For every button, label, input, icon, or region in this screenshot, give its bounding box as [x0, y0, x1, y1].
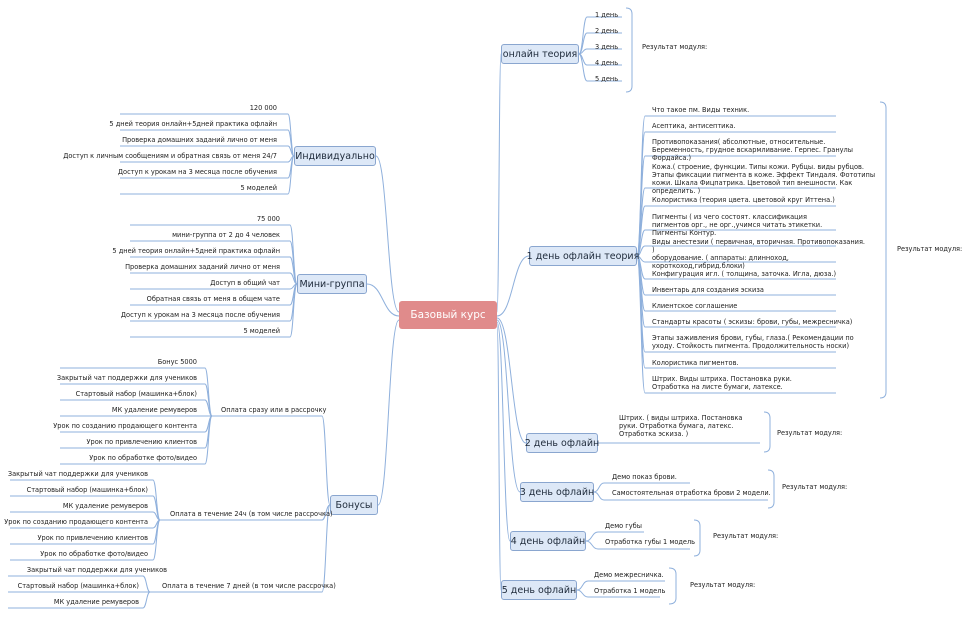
- d1-item: Этапы заживления брови, губы, глаза.( Ре…: [652, 334, 854, 350]
- ind-item: 5 моделей: [240, 184, 277, 192]
- bonus-item: МК удаление ремуверов: [53, 598, 139, 606]
- bonus-item: Урок по привлечению клиентов: [37, 534, 148, 542]
- mini-item: 5 моделей: [243, 327, 280, 335]
- mini-item: Проверка домашних заданий лично от меня: [125, 263, 280, 271]
- bonus-item: Урок по созданию продающего контента: [53, 422, 197, 430]
- mini-item: Доступ в общий чат: [210, 279, 280, 287]
- online-day-2: 2 день: [595, 27, 619, 35]
- d1-item: Колористика пигментов.: [652, 359, 739, 367]
- d4-result: Результат модуля:: [713, 532, 779, 540]
- d1-item: Пигменты ( из чего состоят. классификаци…: [652, 213, 823, 237]
- mini-item: Доступ к урокам на 3 месяца после обучен…: [120, 311, 280, 319]
- node-day5[interactable]: 5 день офлайн: [501, 580, 577, 600]
- node-individual[interactable]: Индивидуально: [294, 146, 376, 166]
- bonus-item: Урок по обработке фото/видео: [89, 454, 197, 462]
- bonus-item: Стартовый набор (машинка+блок): [17, 582, 139, 590]
- d5-result: Результат модуля:: [690, 581, 756, 589]
- ind-item: Доступ к личным сообщениям и обратная св…: [63, 152, 277, 160]
- node-day2[interactable]: 2 день офлайн: [525, 433, 599, 453]
- node-day3[interactable]: 3 день офлайн: [520, 482, 594, 502]
- d1-item: Что такое пм. Виды техник.: [652, 106, 750, 114]
- d4-item: Отработка губы 1 модель: [605, 538, 696, 546]
- ind-item: Проверка домашних заданий лично от меня: [122, 136, 277, 144]
- d1-item: оборудование. ( аппараты: длинноход, кор…: [652, 254, 789, 270]
- bonus-item: Стартовый набор (машинка+блок): [75, 390, 197, 398]
- d2-item: Штрих. ( виды штриха. Постановка руки. О…: [619, 414, 743, 438]
- mini-item: 75 000: [256, 215, 280, 223]
- online-day-3: 3 день: [595, 43, 619, 51]
- bonus-item: МК удаление ремуверов: [62, 502, 148, 510]
- node-bonuses[interactable]: Бонусы: [330, 495, 378, 515]
- d3-item: Самостоятельная отработка брови 2 модели…: [612, 489, 771, 497]
- d1-item: Клиентское соглашение: [652, 302, 738, 310]
- bonus-item: Закрытый чат поддержки для учеников: [56, 374, 197, 382]
- bonus-item: Стартовый набор (машинка+блок): [26, 486, 148, 494]
- online-day-1: 1 день: [595, 11, 619, 19]
- d1-item: Виды анестезии ( первичная, вторичная. П…: [652, 238, 866, 254]
- bonus-item: МК удаление ремуверов: [111, 406, 197, 414]
- bonus-item: Урок по обработке фото/видео: [40, 550, 148, 558]
- d1-item: Колористика (теория цвета. цветовой круг…: [652, 196, 835, 204]
- d3-result: Результат модуля:: [782, 483, 848, 491]
- node-day1[interactable]: 1 день офлайн теория: [527, 246, 639, 266]
- d4-item: Демо губы: [605, 522, 642, 530]
- mini-item: Обратная связь от меня в общем чате: [146, 295, 280, 303]
- bonus-item: Урок по созданию продающего контента: [4, 518, 148, 526]
- bonus-group-label: Оплата в течение 7 дней (в том числе рас…: [162, 582, 336, 590]
- d1-item: Конфигурация игл. ( толщина, заточка. Иг…: [652, 270, 837, 278]
- d1-item: Кожа.( строение, функции. Типы кожи. Руб…: [652, 163, 876, 195]
- bonus-item: Закрытый чат поддержки для учеников: [26, 566, 167, 574]
- node-online-theory[interactable]: онлайн теория: [501, 44, 579, 64]
- d5-item: Отработка 1 модель: [594, 587, 666, 595]
- d3-item: Демо показ брови.: [612, 473, 677, 481]
- ind-item: 5 дней теория онлайн+5дней практика офла…: [109, 120, 277, 128]
- online-day-5: 5 день: [595, 75, 619, 83]
- d1-result: Результат модуля:: [897, 245, 963, 253]
- node-day4[interactable]: 4 день офлайн: [510, 531, 586, 551]
- mini-item: 5 дней теория онлайн+5дней практика офла…: [112, 247, 280, 255]
- bonus-group-label: Оплата сразу или в рассрочку: [221, 406, 327, 414]
- d1-item: Стандарты красоты ( эскизы: брови, губы,…: [652, 318, 853, 326]
- bonus-group-label: Оплата в течение 24ч (в том числе рассро…: [170, 510, 333, 518]
- d1-item: Инвентарь для создания эскиза: [652, 286, 764, 294]
- d5-item: Демо межресничка.: [594, 571, 664, 579]
- online-day-4: 4 день: [595, 59, 619, 67]
- mini-item: мини-группа от 2 до 4 человек: [172, 231, 280, 239]
- bonus-item: Бонус 5000: [157, 358, 197, 366]
- bonus-item: Урок по привлечению клиентов: [86, 438, 197, 446]
- ind-item: Доступ к урокам на 3 месяца после обучен…: [117, 168, 277, 176]
- node-mini-group[interactable]: Мини-группа: [297, 274, 367, 294]
- online-result: Результат модуля:: [642, 43, 708, 51]
- d2-result: Результат модуля:: [777, 429, 843, 437]
- d1-item: Асептика, антисептика.: [652, 122, 736, 130]
- ind-item: 120 000: [249, 104, 277, 112]
- root-node[interactable]: Базовый курс: [399, 301, 497, 329]
- bonus-item: Закрытый чат поддержки для учеников: [7, 470, 148, 478]
- d1-item: Противопоказания( абсолютные, относитель…: [652, 138, 853, 162]
- d1-item: Штрих. Виды штриха. Постановка руки. Отр…: [652, 375, 792, 391]
